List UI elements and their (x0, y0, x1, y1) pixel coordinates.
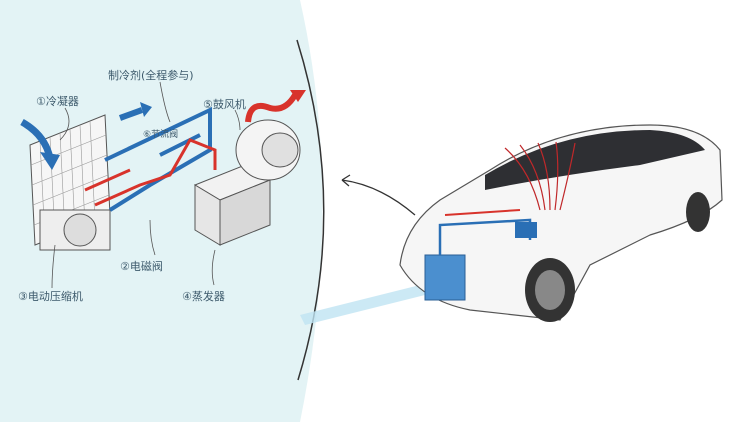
zoom-arrow-head (341, 174, 351, 187)
detail-panel (0, 0, 323, 422)
refrigerant-arrow (118, 107, 144, 121)
cold-flow-lines (104, 106, 212, 212)
label-condenser: ①冷凝器 (36, 95, 79, 108)
hot-flow-lines (84, 138, 217, 207)
leader-lines (51, 81, 241, 289)
label-solenoid-valve: ②电磁阀 (120, 260, 163, 273)
label-throttle-valve: ⑥节流阀 (143, 130, 179, 140)
car (399, 124, 723, 322)
zoom-arrow (341, 179, 416, 216)
hot-outflow-arrow (245, 93, 298, 123)
label-blower: ⑤鼓风机 (203, 98, 246, 111)
panel-divider-arc (296, 39, 325, 381)
compressor (39, 209, 111, 251)
refrigerant-arrow-head (140, 102, 152, 117)
blower (235, 119, 301, 181)
hot-arrow-head (290, 90, 306, 102)
label-refrigerant: 制冷剂(全程参与) (108, 69, 194, 82)
label-evaporator: ④蒸发器 (182, 290, 225, 303)
cold-arrow-head (40, 152, 60, 170)
airflow-stream (300, 280, 445, 325)
label-compressor: ③电动压缩机 (18, 290, 83, 303)
evaporator (193, 164, 272, 246)
